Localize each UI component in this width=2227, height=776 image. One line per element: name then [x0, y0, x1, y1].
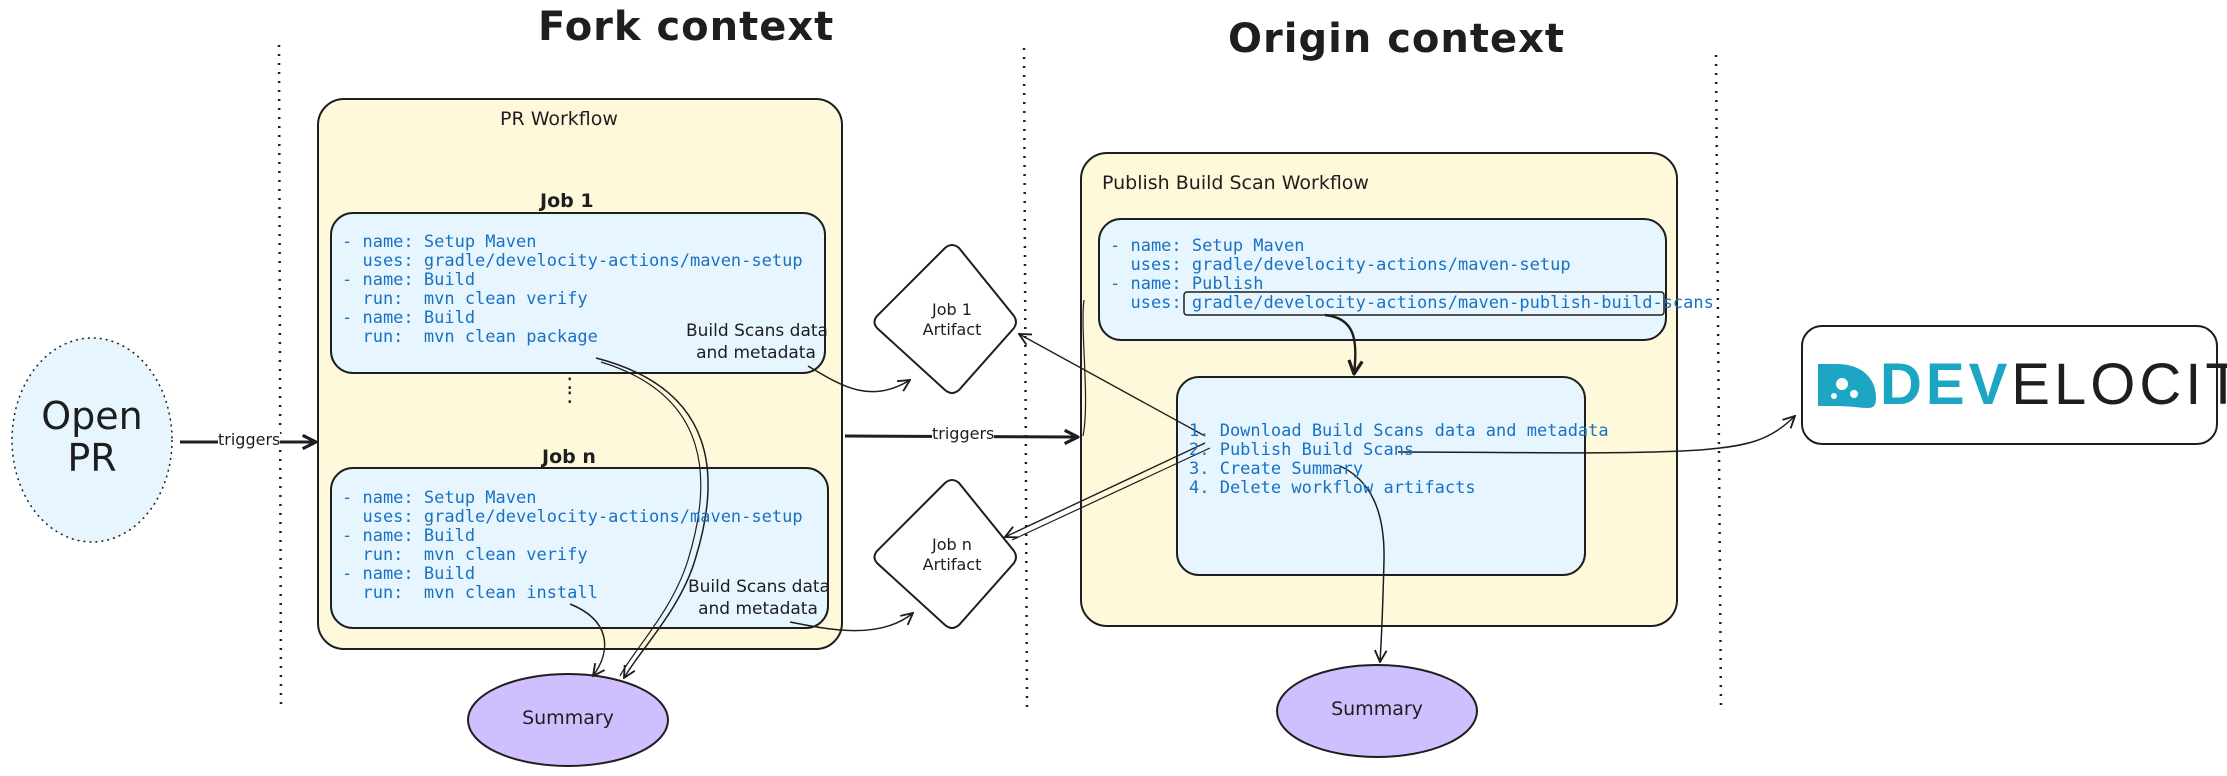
publish-action-highlight [1183, 291, 1665, 316]
publish-workflow-title: Publish Build Scan Workflow [1102, 172, 1369, 194]
publish-step-4: 4. Delete workflow artifacts [1189, 478, 1476, 498]
publish-setup-line-4: uses: gradle/develocity-actions/maven-pu… [1110, 293, 1714, 313]
develocity-logo-text: DEVELOCITY [1880, 351, 2227, 418]
arrow-jobn-to-artifact [789, 613, 913, 632]
pr-workflow-title: PR Workflow [500, 108, 618, 130]
jobn-edge-label-line2: and metadata [698, 599, 818, 619]
pr-summary-node [467, 673, 669, 767]
jobn-artifact-node [873, 479, 1017, 629]
develocity-logo-box [1801, 325, 2218, 445]
publish-setup-line-1: - name: Setup Maven [1110, 236, 1305, 256]
publish-steps-box [1176, 376, 1586, 576]
job1-line-1: - name: Setup Maven [342, 232, 537, 252]
jobn-title: Job n [542, 446, 596, 468]
jobs-ellipsis-2: : [566, 384, 574, 409]
jobs-ellipsis-1: : [566, 370, 574, 395]
job1-title: Job 1 [540, 190, 594, 212]
jobn-line-4: run: mvn clean verify [342, 545, 588, 565]
job1-artifact-line2: Artifact [922, 320, 982, 339]
job1-line-6: run: mvn clean package [342, 327, 598, 347]
arrow-setup-to-steps [1324, 313, 1355, 374]
jobn-artifact-label: Job n Artifact [897, 535, 1007, 575]
job1-box [330, 212, 826, 374]
jobn-edge-label: Build Scans data and metadata [688, 576, 830, 620]
fork-context-title: Fork context [538, 4, 835, 50]
job1-artifact-node [873, 244, 1017, 394]
jobn-artifact-line2: Artifact [922, 555, 982, 574]
separator-left [277, 44, 283, 706]
job1-edge-label-line1: Build Scans data [686, 321, 828, 341]
arrow-download-to-artifactn [1005, 442, 1206, 537]
separator-middle [1022, 47, 1029, 711]
publish-step-1: 1. Download Build Scans data and metadat… [1189, 421, 1609, 441]
arrow-download-to-artifactn-double [1011, 447, 1211, 541]
job1-line-5: - name: Build [342, 308, 476, 328]
job1-edge-label: Build Scans data and metadata [686, 320, 828, 364]
publish-steps-code: 1. Download Build Scans data and metadat… [1189, 422, 1609, 498]
publish-step-3: 3. Create Summary [1189, 459, 1363, 479]
origin-context-title: Origin context [1228, 16, 1566, 62]
jobn-line-6: run: mvn clean install [342, 583, 598, 603]
origin-summary-label: Summary [1331, 698, 1423, 720]
arrow-trigger-into-publish-box [1082, 299, 1087, 437]
jobn-edge-label-line1: Build Scans data [688, 577, 830, 597]
publish-setup-line-2: uses: gradle/develocity-actions/maven-se… [1110, 255, 1571, 275]
job1-line-2: uses: gradle/develocity-actions/maven-se… [342, 251, 803, 271]
jobn-box [330, 467, 829, 629]
job1-edge-label-line2: and metadata [696, 343, 816, 363]
jobn-line-5: - name: Build [342, 564, 476, 584]
open-pr-line1: Open [41, 394, 143, 438]
develocity-logo-mark [1818, 364, 1876, 408]
job1-line-3: - name: Build [342, 270, 476, 290]
jobn-code: - name: Setup Maven uses: gradle/develoc… [342, 489, 803, 603]
arrow-job1-to-artifact [807, 365, 910, 393]
publish-step-2: 2. Publish Build Scans [1189, 440, 1415, 460]
arrow-jobn-to-summary [569, 603, 606, 676]
jobn-line-1: - name: Setup Maven [342, 488, 537, 508]
arrow-job1-to-summary [595, 357, 709, 678]
publish-setup-box [1098, 218, 1667, 341]
origin-summary-node [1276, 664, 1478, 758]
edge-label-triggers-1: triggers [218, 430, 281, 449]
pr-summary-label: Summary [522, 707, 614, 729]
arrow-create-summary-to-summary [1339, 465, 1384, 662]
job1-code: - name: Setup Maven uses: gradle/develoc… [342, 233, 803, 347]
job1-artifact-label: Job 1 Artifact [897, 300, 1007, 340]
arrow-job1-to-summary-double [600, 361, 702, 677]
jobn-artifact-line1: Job n [932, 535, 972, 554]
edge-label-triggers-2: triggers [932, 424, 995, 443]
open-pr-label: Open PR [12, 395, 172, 479]
publish-setup-code: - name: Setup Maven uses: gradle/develoc… [1110, 237, 1714, 313]
open-pr-line2: PR [67, 436, 117, 480]
develocity-logo-accent: DEV [1880, 352, 2012, 417]
arrow-publish-to-develocity [1397, 416, 1795, 454]
separator-right [1714, 54, 1723, 713]
develocity-logo-rest: ELOCITY [2011, 352, 2227, 417]
jobs-ellipsis: : : [566, 370, 574, 409]
job1-line-4: run: mvn clean verify [342, 289, 588, 309]
open-pr-node [11, 337, 173, 543]
jobn-line-2: uses: gradle/develocity-actions/maven-se… [342, 507, 803, 527]
arrow-download-to-artifact1 [1019, 334, 1206, 437]
publish-setup-line-3: - name: Publish [1110, 274, 1264, 294]
job1-artifact-line1: Job 1 [932, 300, 972, 319]
jobn-line-3: - name: Build [342, 526, 476, 546]
